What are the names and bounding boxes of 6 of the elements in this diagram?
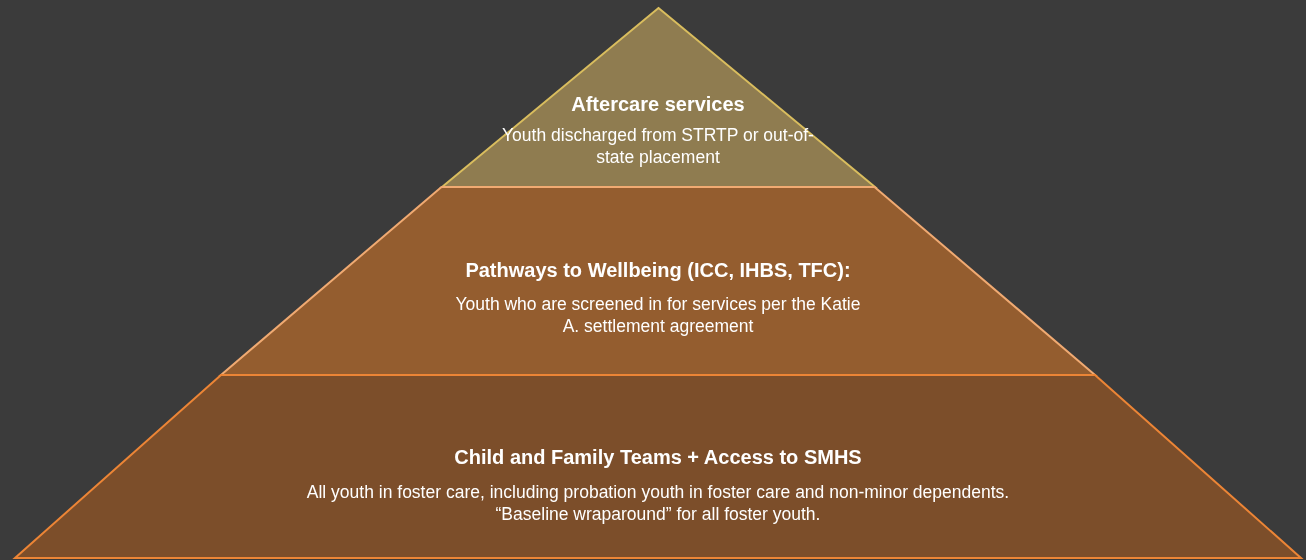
tier-description: All youth in foster care, including probation youth in foster care and non-minor dependents. “Baseline wraparound” for all foster youth. <box>305 481 1011 525</box>
tier-heading: Aftercare services <box>571 92 745 116</box>
tier-description: Youth who are screened in for services per the Katie A. settlement agreement <box>454 293 862 337</box>
tier-description: Youth discharged from STRTP or out-of-state placement <box>501 124 815 168</box>
tier-heading: Pathways to Wellbeing (ICC, IHBS, TFC): <box>465 258 851 282</box>
tier-heading: Child and Family Teams + Access to SMHS <box>454 445 862 469</box>
